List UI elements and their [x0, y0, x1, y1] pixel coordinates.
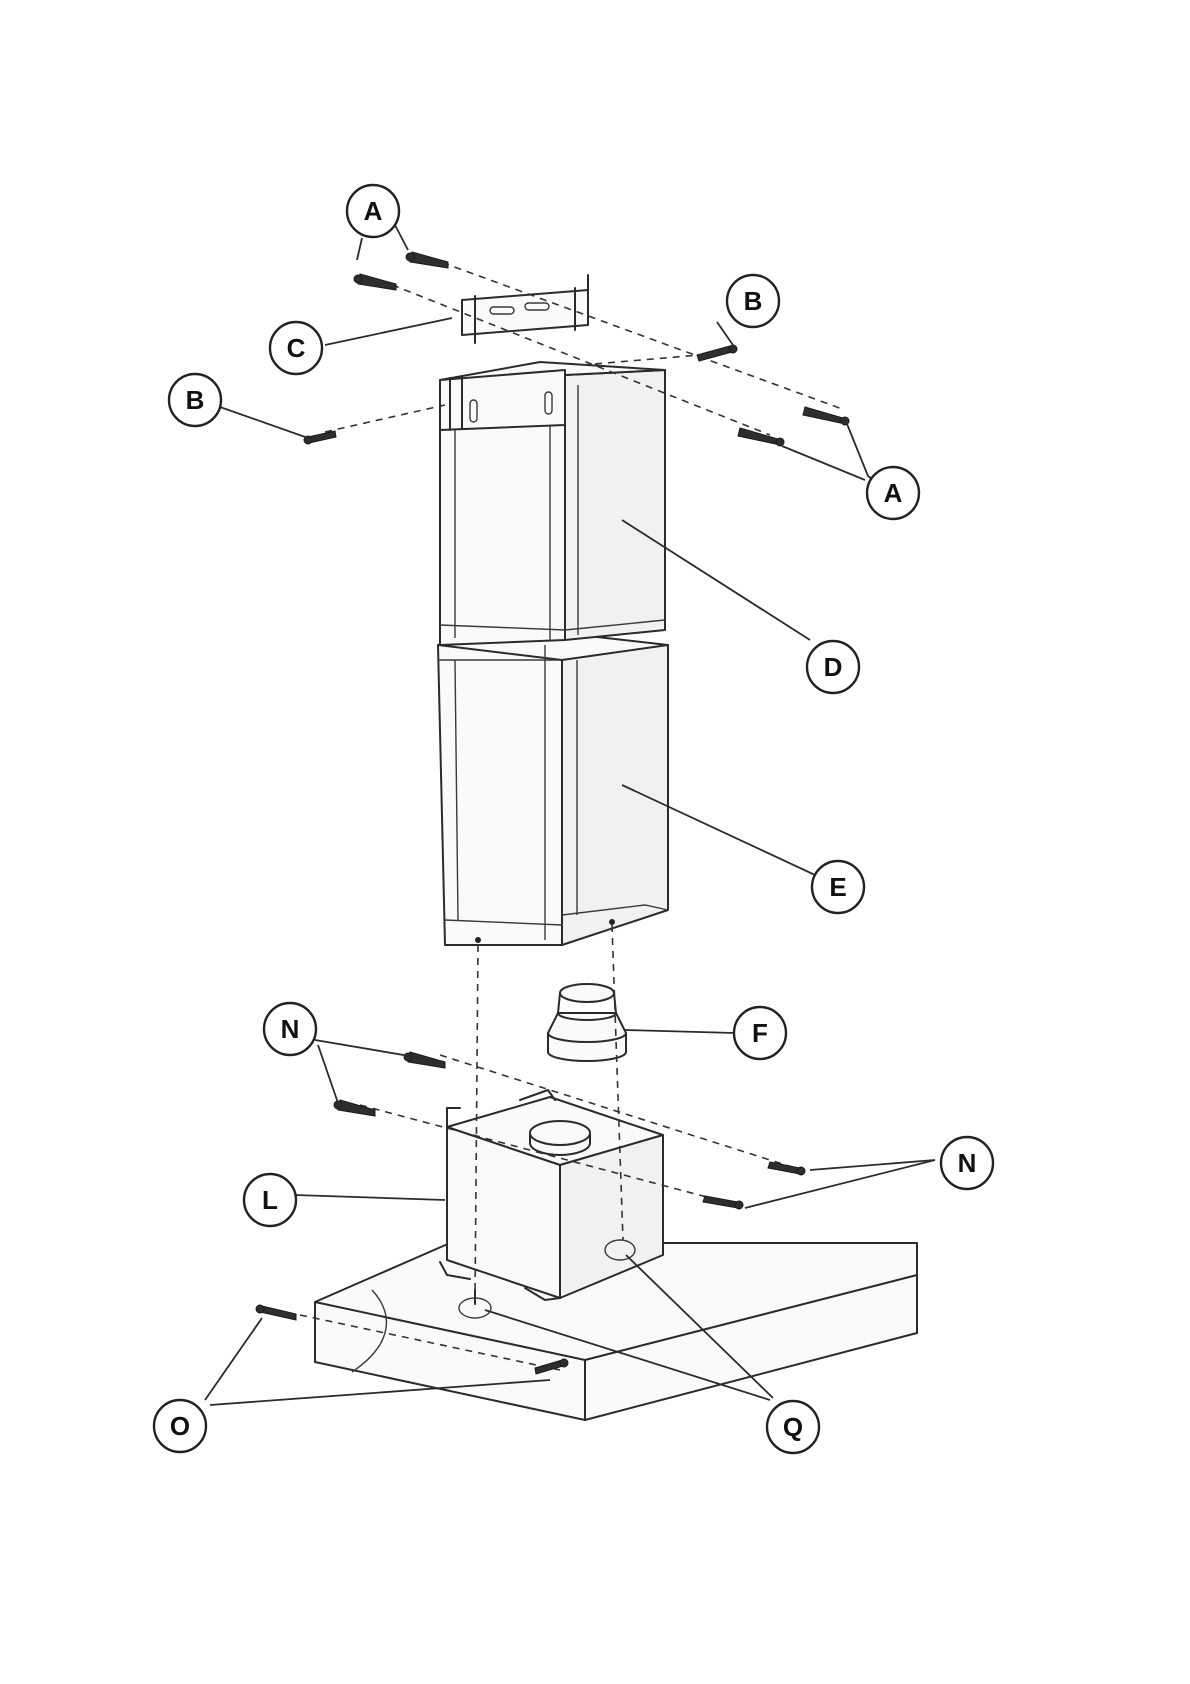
screw-n-3 [768, 1162, 805, 1175]
motor-housing [440, 1090, 663, 1300]
wall-bracket [440, 275, 588, 430]
callout-l-label: L [262, 1185, 278, 1215]
callout-n-left-label: N [281, 1014, 300, 1044]
callout-d-label: D [824, 652, 843, 682]
screw-a-top-1 [406, 252, 448, 268]
callout-f: F [734, 1007, 786, 1059]
callout-a-right-label: A [884, 478, 903, 508]
screw-n-2 [334, 1100, 375, 1116]
callout-f-label: F [752, 1018, 768, 1048]
screw-n-4 [703, 1196, 743, 1209]
callout-l: L [244, 1174, 296, 1226]
callout-d: D [807, 641, 859, 693]
callout-b-right: B [727, 275, 779, 327]
screw-o-1 [256, 1305, 296, 1320]
callout-b-left: B [169, 374, 221, 426]
screw-b-right [697, 345, 737, 361]
lower-chimney [438, 630, 668, 945]
callout-o: O [154, 1400, 206, 1452]
callout-e-label: E [829, 872, 846, 902]
callout-q: Q [767, 1401, 819, 1453]
callout-a-top: A [347, 185, 399, 237]
callout-e: E [812, 861, 864, 913]
callout-q-label: Q [783, 1412, 803, 1442]
screw-n-1 [404, 1052, 445, 1068]
callout-n-right: N [941, 1137, 993, 1189]
callout-b-right-label: B [744, 286, 763, 316]
callout-c-label: C [287, 333, 306, 363]
screw-b-left [304, 431, 336, 444]
callout-a-right: A [867, 467, 919, 519]
screw-a-right-1 [803, 407, 849, 425]
callout-n-right-label: N [958, 1148, 977, 1178]
callout-a-top-label: A [364, 196, 383, 226]
callout-b-left-label: B [186, 385, 205, 415]
screw-a-top-2 [354, 274, 396, 290]
callout-o-label: O [170, 1411, 190, 1441]
callout-c: C [270, 322, 322, 374]
callout-n-left: N [264, 1003, 316, 1055]
